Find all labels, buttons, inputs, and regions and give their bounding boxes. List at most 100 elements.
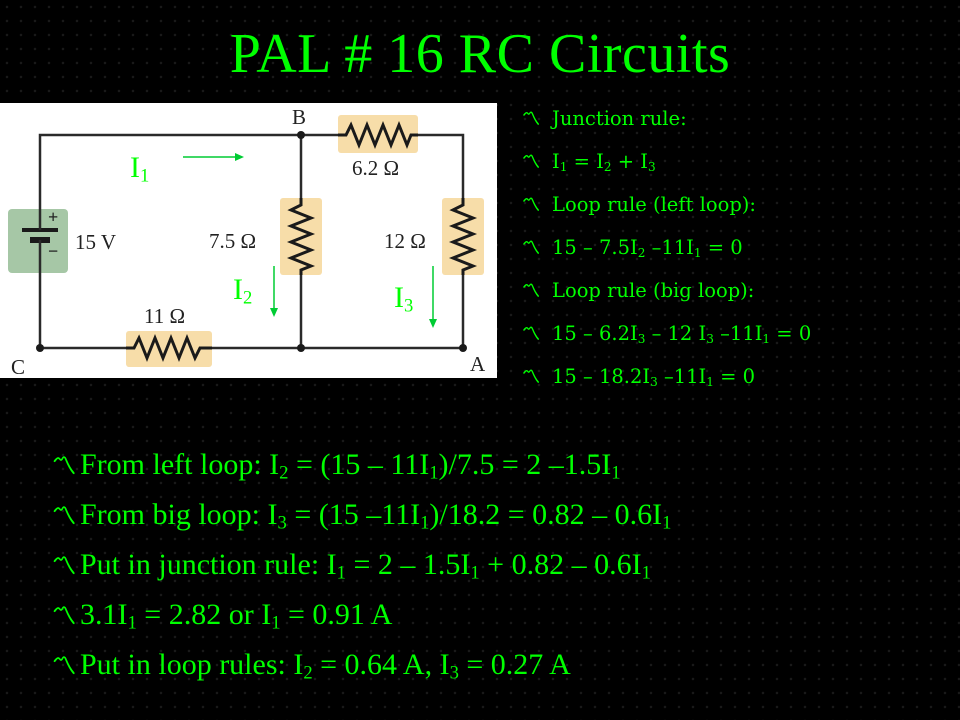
equation-text: 15 – 7.5I xyxy=(552,236,638,259)
equation-text: 15 – 18.2I xyxy=(552,365,651,388)
equation-text: Put in junction rule: I xyxy=(80,548,337,581)
resistor-zigzags xyxy=(126,120,478,363)
bullet-icon: 〽 xyxy=(522,152,540,173)
bullet-icon: 〽 xyxy=(522,281,540,302)
subscript: 1 xyxy=(127,612,137,634)
node-label-c: C xyxy=(11,355,26,379)
junction-dot-b xyxy=(297,131,305,139)
equation-text: = 0.27 A xyxy=(458,648,571,681)
equation-text: = 2 – 1.5I xyxy=(345,548,471,581)
subscript: 2 xyxy=(303,662,313,684)
circuit-drawing xyxy=(8,115,484,367)
bullet-icon: 〽 xyxy=(52,502,76,530)
subscript: 1 xyxy=(611,462,621,484)
equation-text: Loop rule (left loop): xyxy=(552,193,756,216)
equation-text: 3.1I xyxy=(80,598,128,631)
equation-text: )/7.5 = 2 –1.5I xyxy=(438,448,612,481)
subscript: 1 xyxy=(559,160,568,175)
subscript: 1 xyxy=(429,462,439,484)
solution-steps: 〽From left loop: I2 = (15 – 11I1)/7.5 = … xyxy=(52,440,952,690)
equation-text: = 0.64 A, I xyxy=(312,648,450,681)
equation-list: 〽Junction rule:〽I1 = I2 + I3〽Loop rule (… xyxy=(522,102,952,403)
equation-item: 〽 15 – 18.2I3 –11I1 = 0 xyxy=(522,360,952,403)
battery-minus-sign: − xyxy=(48,241,59,261)
resistor-label-middle: 7.5 Ω xyxy=(209,229,257,253)
bullet-icon: 〽 xyxy=(52,552,76,580)
bullet-icon: 〽 xyxy=(52,452,76,480)
equation-item: 〽 15 – 7.5I2 –11I1 = 0 xyxy=(522,231,952,274)
equation-text: Put in loop rules: I xyxy=(80,648,304,681)
subscript: 1 xyxy=(271,612,281,634)
solution-step: 〽3.1I1 = 2.82 or I1 = 0.91 A xyxy=(52,590,952,640)
subscript: 1 xyxy=(706,375,714,390)
equation-item: 〽15 – 6.2I3 – 12 I3 –11I1 = 0 xyxy=(522,317,952,360)
subscript: 3 xyxy=(650,375,658,390)
current-label-1: I1 xyxy=(130,151,150,187)
subscript: 1 xyxy=(693,246,702,261)
equation-text: = 2.82 or I xyxy=(136,598,272,631)
subscript: 2 xyxy=(279,462,289,484)
equation-text: Junction rule: xyxy=(552,107,687,130)
equation-text: Loop rule (big loop): xyxy=(552,279,755,302)
equation-text: + I xyxy=(611,150,648,173)
equation-text: 15 – 6.2I xyxy=(552,322,638,345)
solution-step: 〽Put in junction rule: I1 = 2 – 1.5I1 + … xyxy=(52,540,952,590)
equation-text: = 0 xyxy=(701,236,743,259)
slide-title: PAL # 16 RC Circuits xyxy=(229,23,731,85)
bullet-icon: 〽 xyxy=(522,238,540,259)
equation-text: – 12 I xyxy=(645,322,707,345)
battery-plus-sign: + xyxy=(48,207,59,227)
resistor-label-right: 12 Ω xyxy=(384,229,426,253)
battery-voltage-label: 15 V xyxy=(75,230,117,254)
solution-step: 〽From left loop: I2 = (15 – 11I1)/7.5 = … xyxy=(52,440,952,490)
subscript: 3 xyxy=(647,160,656,175)
resistor-label-bottom: 11 Ω xyxy=(144,304,186,328)
equation-item: 〽 Loop rule (big loop): xyxy=(522,274,952,317)
equation-text: = I xyxy=(567,150,604,173)
junction-dot-bottom xyxy=(297,344,305,352)
subscript: 3 xyxy=(706,332,714,347)
bullet-icon: 〽 xyxy=(52,652,76,680)
equation-text: = 0 xyxy=(713,365,756,388)
bullet-icon: 〽 xyxy=(522,367,540,388)
subscript: 3 xyxy=(637,332,646,347)
equation-item: 〽 Loop rule (left loop): xyxy=(522,188,952,231)
node-label-b: B xyxy=(292,105,307,129)
circuit-diagram: B C A + − 15 V 6.2 Ω 7.5 Ω 12 Ω 11 Ω I1 … xyxy=(0,103,497,379)
solution-step: 〽From big loop: I3 = (15 –11I 1)/18.2 = 0… xyxy=(52,490,952,540)
subscript: 1 xyxy=(336,562,346,584)
subscript: 2 xyxy=(637,246,646,261)
equation-text: + 0.82 – 0.6I xyxy=(479,548,642,581)
equation-item: 〽Junction rule: xyxy=(522,102,952,145)
subscript: 1 xyxy=(470,562,480,584)
current-label-2: I2 xyxy=(233,273,253,309)
bullet-icon: 〽 xyxy=(522,324,540,345)
solution-step: 〽Put in loop rules: I2 = 0.64 A, I3 = 0.… xyxy=(52,640,952,690)
current-label-3: I3 xyxy=(394,281,414,317)
equation-text: From big loop: I xyxy=(80,498,278,531)
resistor-backgrounds xyxy=(126,115,484,367)
equation-text: –11I xyxy=(657,365,707,388)
bullet-icon: 〽 xyxy=(522,195,540,216)
equation-text: = (15 –11I xyxy=(286,498,421,531)
subscript: 1 xyxy=(641,562,651,584)
subscript: 3 xyxy=(277,512,287,534)
equation-text: –11I xyxy=(645,236,694,259)
junction-dot-a xyxy=(459,344,467,352)
equation-text: = (15 – 11I xyxy=(288,448,430,481)
node-label-a: A xyxy=(470,352,486,376)
equation-text: I xyxy=(552,150,560,173)
equation-text: From left loop: I xyxy=(80,448,280,481)
bullet-icon: 〽 xyxy=(52,602,76,630)
subscript: 2 xyxy=(603,160,612,175)
subscript: 1 xyxy=(762,332,771,347)
equation-item: 〽 I1 = I2 + I3 xyxy=(522,145,952,188)
subscript: 1 xyxy=(662,512,672,534)
equation-text: = 0 xyxy=(770,322,812,345)
junction-dot-c xyxy=(36,344,44,352)
equation-text: )/18.2 = 0.82 – 0.6I xyxy=(429,498,663,531)
subscript: 3 xyxy=(449,662,459,684)
current-arrows xyxy=(183,153,437,328)
equation-text: –11I xyxy=(713,322,763,345)
equation-text: = 0.91 A xyxy=(280,598,393,631)
